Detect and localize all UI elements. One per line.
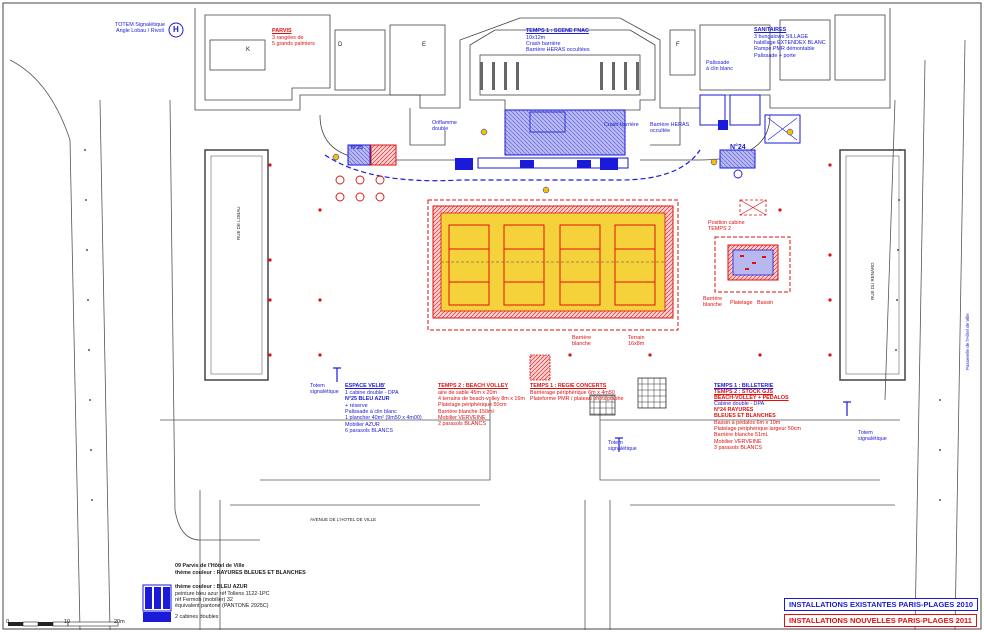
- parasols-n25: [335, 175, 385, 202]
- totem-markers: [333, 367, 851, 452]
- sanitaires-title: SANITAIRES: [754, 27, 787, 33]
- sanitaires-body: 3 bungalows SILLAGE habillage EXTENDEX B…: [754, 34, 826, 59]
- n25-bleu-azur-body: + réserve Palissade à clin blanc 1 planc…: [345, 403, 422, 434]
- n24-rayures-title: N°24 RAYURES BLEUES ET BLANCHES: [714, 407, 776, 420]
- beach-volley-barrier-zone: [427, 199, 679, 331]
- totem-signaletique-left-label: Totem signalétique: [310, 383, 339, 396]
- n25-kiosk: [347, 144, 371, 166]
- lamp-posts: [268, 163, 832, 357]
- bassin-label: Bassin: [757, 300, 774, 306]
- barriere-blanche-center-label: Barrière blanche: [572, 335, 592, 348]
- info-line-3: thème couleur : BLEU AZUR: [175, 584, 248, 590]
- parasol-n24: [733, 169, 743, 179]
- totem-rivoli-label: TOTEM Signalétique Angle Lobau / Rivoli: [115, 22, 165, 35]
- sanitaires-bungalows: [699, 94, 726, 126]
- facade-columns: [480, 62, 639, 90]
- billeterie-title-2: TEMPS 2 : STOCK GJS: [714, 389, 773, 395]
- building-k-label: K: [246, 47, 251, 53]
- barriere-blanche-right-label: Barrière blanche: [703, 296, 723, 309]
- info-line-1: 09 Parvis de l'Hôtel de Ville: [175, 563, 245, 569]
- billeterie-title-1: TEMPS 1 : BILLETERIE: [714, 383, 774, 389]
- n24-rayures-body: Bassin à pédalos 6m x 10m Platelage péri…: [714, 420, 801, 451]
- legend-existing: INSTALLATIONS EXISTANTES PARIS-PLAGES 20…: [784, 598, 979, 611]
- scene-fnac-title: TEMPS 1 : SCENE FNAC: [526, 28, 589, 34]
- palissade-right-label: Palissade à clin blanc: [706, 60, 733, 73]
- n24-kiosk: [719, 149, 756, 169]
- right-fountain-basin: [839, 149, 906, 381]
- info-line-5: 2 cabines doubles: [175, 614, 219, 620]
- heliport-icon: H: [173, 25, 179, 34]
- heliport-marker: [168, 22, 184, 38]
- position-cabine-label: Position cabine TEMPS 2: [708, 220, 745, 233]
- crash-barriere-label: Crash-barrière: [604, 122, 639, 128]
- beach-volley-title: TEMPS 2 : BEACH VOLLEY: [438, 383, 509, 389]
- info-line-4: peinture bleu azur réf Tollens 1122-1PC …: [175, 591, 270, 610]
- crowd-barrier-line: [324, 149, 701, 182]
- building-e-label: E: [422, 42, 427, 48]
- avenue-label: AVENUE DE L'HOTEL DE VILLE: [310, 517, 377, 522]
- passerelle-label: Passerelle de l'Hôtel de Ville: [965, 313, 970, 370]
- building-f-label: F: [676, 42, 680, 48]
- terrain-label: Terrain 16x8m: [628, 335, 645, 348]
- n25-bleu-azur-title: N°25 BLEU AZUR: [345, 396, 390, 402]
- scale-bar: [8, 621, 119, 627]
- oriflamme-label: Oriflamme double: [432, 120, 457, 133]
- pedalos-basin: [732, 249, 774, 276]
- espace-velib-body: 1 cabine double - DPA: [345, 390, 399, 396]
- scale-tick-0: 0: [6, 619, 10, 625]
- scale-tick-20: 20m: [114, 619, 125, 625]
- legend-new: INSTALLATIONS NOUVELLES PARIS-PLAGES 201…: [784, 614, 977, 627]
- streets: [9, 39, 966, 631]
- platform-grid: [637, 377, 667, 409]
- kerb-dots: [84, 149, 941, 501]
- billeterie-title-3: BEACH-VOLLEY + PEDALOS: [714, 395, 789, 401]
- n25-label: N°25: [351, 145, 364, 151]
- beach-volley-body: aire de sable 45m x 20m 4 terrains de be…: [438, 390, 525, 428]
- scale-tick-10: 10: [64, 619, 71, 625]
- parvis-body: 3 rangées de 5 grands palmiers: [272, 35, 315, 48]
- barriere-heras-label: Barrière HERAS occultée: [650, 122, 690, 135]
- parvis-title: PARVIS: [272, 28, 292, 34]
- left-fountain-basin: [204, 149, 269, 381]
- hotel-de-ville-building: [194, 8, 891, 161]
- billeterie-body: Cabine double - DPA: [714, 401, 765, 407]
- regie-concerts: [529, 354, 551, 381]
- street-label-left: RUE DE LOBAU: [236, 206, 241, 240]
- totem-signaletique-right-label: Totem signalétique: [858, 430, 887, 443]
- scene-fnac-body: 10x12m Crash barrière Barrière HERAS occ…: [526, 35, 590, 54]
- totem-signaletique-center-label: Totem signalétique: [608, 440, 637, 453]
- pedalos-barrier-zone: [714, 236, 791, 293]
- espace-velib-title: ESPACE VELIB': [345, 383, 386, 389]
- regie-concerts-body: Barrierage périphérique 6m x 4m50 Platef…: [530, 390, 624, 403]
- volley-courts: [448, 224, 656, 306]
- platelage-label: Platelage: [730, 300, 753, 306]
- building-d-label: D: [338, 42, 343, 48]
- n25-reserve: [370, 144, 397, 166]
- info-line-2: thème couleur : RAYURES BLEUES ET BLANCH…: [175, 570, 306, 576]
- regie-concerts-title: TEMPS 1 : REGIE CONCERTS: [530, 383, 607, 389]
- n24-label: N°24: [730, 144, 746, 151]
- legend-tile-azur: [143, 612, 171, 622]
- power-points: [332, 128, 794, 194]
- street-label-right: RUE DU RENARD: [870, 262, 875, 300]
- cabine-temps2-position: [739, 199, 767, 216]
